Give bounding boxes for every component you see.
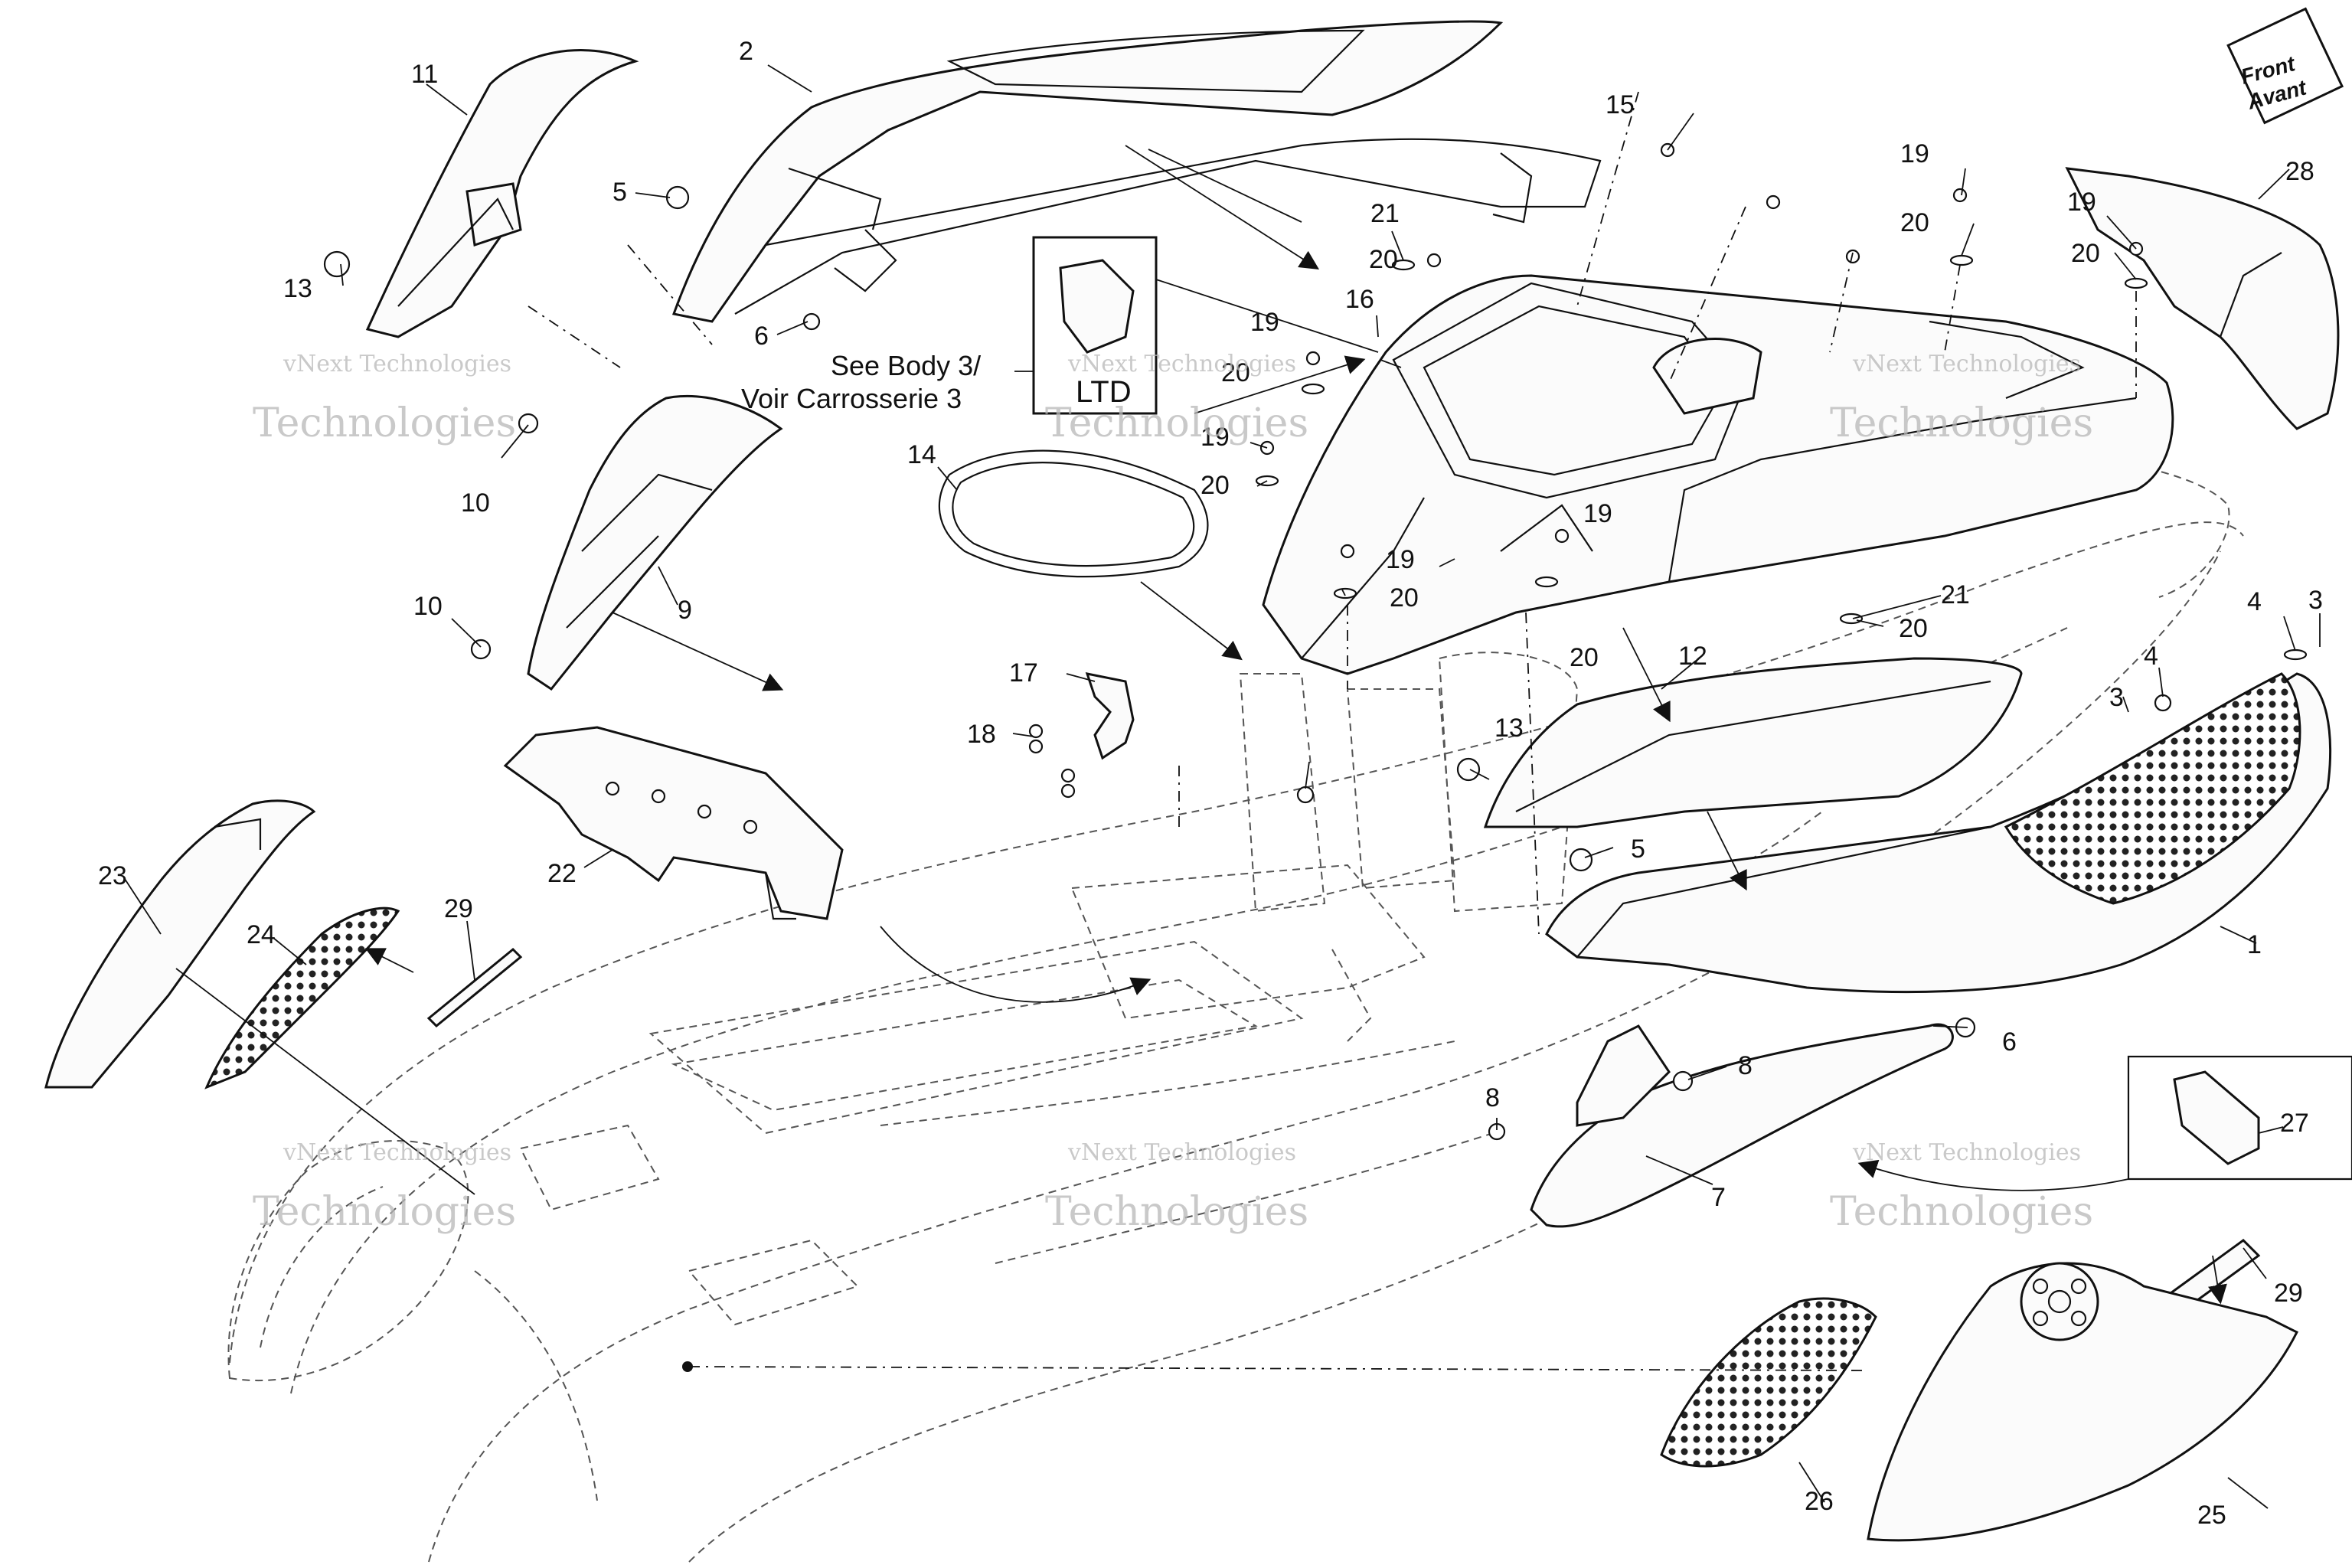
hardware-fasteners xyxy=(323,142,2308,1141)
part-2-deck-cover xyxy=(671,20,1602,323)
part-26-mesh-grille xyxy=(1660,1297,1877,1468)
callout-20: 20 xyxy=(1200,471,1230,500)
callout-labels: 1 2 3 3 4 4 5 5 6 6 7 8 8 9 10 10 11 12 … xyxy=(98,37,2323,1530)
callout-20: 20 xyxy=(1221,358,1250,387)
callout-20: 20 xyxy=(1570,643,1599,672)
part-7-lower-panel xyxy=(1530,1023,1954,1228)
watermark-text: vNext Technologies xyxy=(1852,351,2081,377)
part-27-clip-inset xyxy=(2127,1055,2352,1181)
callout-19: 19 xyxy=(1900,139,1929,168)
callout-20: 20 xyxy=(1369,245,1398,274)
part-17-bracket xyxy=(1085,672,1135,760)
watermark-text: vNext Technologies xyxy=(283,351,511,377)
part-1-front-bumper xyxy=(1545,672,2332,994)
ltd-reference-box xyxy=(1032,236,1158,415)
watermark-text: vNext Technologies xyxy=(1067,1139,1296,1166)
reference-dot xyxy=(682,1361,693,1372)
callout-20: 20 xyxy=(1899,614,1928,643)
leader-lines xyxy=(124,64,2321,1509)
callout-13: 13 xyxy=(1494,714,1524,743)
callout-19: 19 xyxy=(2067,188,2096,217)
callout-10: 10 xyxy=(413,592,443,621)
callout-6: 6 xyxy=(2002,1027,2017,1057)
callout-11: 11 xyxy=(411,60,438,89)
callout-20: 20 xyxy=(1900,208,1929,237)
callout-8: 8 xyxy=(1485,1083,1500,1112)
callout-26: 26 xyxy=(1805,1487,1834,1516)
watermark-text: Technologies xyxy=(1830,1189,2093,1235)
callout-28: 28 xyxy=(2285,157,2314,186)
callout-18: 18 xyxy=(967,720,996,749)
front-direction-tag xyxy=(2226,7,2344,125)
callout-19: 19 xyxy=(1200,423,1230,452)
watermark-text: vNext Technologies xyxy=(283,1139,511,1166)
ltd-badge: LTD xyxy=(1076,375,1132,409)
callout-19: 19 xyxy=(1386,545,1415,574)
callout-20: 20 xyxy=(1390,583,1419,612)
watermark-text: Technologies xyxy=(253,400,516,446)
part-22-mount-plate xyxy=(503,726,844,920)
reference-line-2: Voir Carrosserie 3 xyxy=(741,383,962,414)
callout-8: 8 xyxy=(1738,1051,1753,1080)
callout-19: 19 xyxy=(1583,499,1612,528)
cross-reference-note: See Body 3/ Voir Carrosserie 3 LTD xyxy=(741,350,1132,414)
callout-15: 15 xyxy=(1606,90,1635,119)
callout-14: 14 xyxy=(907,440,936,469)
callout-5: 5 xyxy=(1631,835,1645,864)
callout-10: 10 xyxy=(461,488,490,518)
part-24-mesh-strip xyxy=(204,906,400,1089)
watermark-text: vNext Technologies xyxy=(1067,351,1296,377)
callout-29: 29 xyxy=(444,894,473,923)
callout-27: 27 xyxy=(2280,1109,2309,1138)
callout-9: 9 xyxy=(678,596,692,625)
callout-4: 4 xyxy=(2144,642,2158,671)
callout-24: 24 xyxy=(247,920,276,949)
callout-13: 13 xyxy=(283,274,312,303)
callout-20: 20 xyxy=(2071,239,2100,268)
callout-25: 25 xyxy=(2197,1501,2226,1530)
watermark-text: Technologies xyxy=(1045,1189,1308,1235)
watermark-text: Technologies xyxy=(253,1189,516,1235)
part-12-liner xyxy=(1483,657,2023,828)
callout-2: 2 xyxy=(739,37,753,66)
callout-6: 6 xyxy=(754,322,769,351)
callout-4: 4 xyxy=(2247,587,2262,616)
callout-19: 19 xyxy=(1250,308,1279,337)
part-29-strip-left xyxy=(426,947,523,1028)
callout-3: 3 xyxy=(2109,683,2124,712)
part-25-rear-cover xyxy=(1867,1262,2299,1542)
callout-12: 12 xyxy=(1678,642,1707,671)
callout-16: 16 xyxy=(1345,285,1374,314)
watermark-text: Technologies xyxy=(1830,400,2093,446)
callout-21: 21 xyxy=(1370,199,1400,228)
part-16-storage-tub xyxy=(1262,274,2174,675)
watermarks: vNext Technologies Technologies vNext Te… xyxy=(253,351,2093,1235)
part-23-deflector xyxy=(44,799,316,1089)
callout-29: 29 xyxy=(2274,1279,2303,1308)
callout-5: 5 xyxy=(612,178,627,207)
watermark-text: Technologies xyxy=(1045,400,1308,446)
part-28-rear-trim xyxy=(2065,167,2340,430)
callout-3: 3 xyxy=(2308,586,2323,615)
callout-23: 23 xyxy=(98,861,127,890)
reference-line-1: See Body 3/ xyxy=(831,350,981,381)
callout-22: 22 xyxy=(547,859,577,888)
watermark-text: vNext Technologies xyxy=(1852,1139,2081,1166)
callout-7: 7 xyxy=(1711,1183,1726,1212)
callout-1: 1 xyxy=(2247,930,2262,959)
part-11-side-trim xyxy=(365,49,639,338)
part-9-side-fairing xyxy=(527,394,783,691)
part-14-gasket xyxy=(938,449,1209,578)
callout-17: 17 xyxy=(1009,658,1038,688)
callout-21: 21 xyxy=(1941,580,1970,609)
